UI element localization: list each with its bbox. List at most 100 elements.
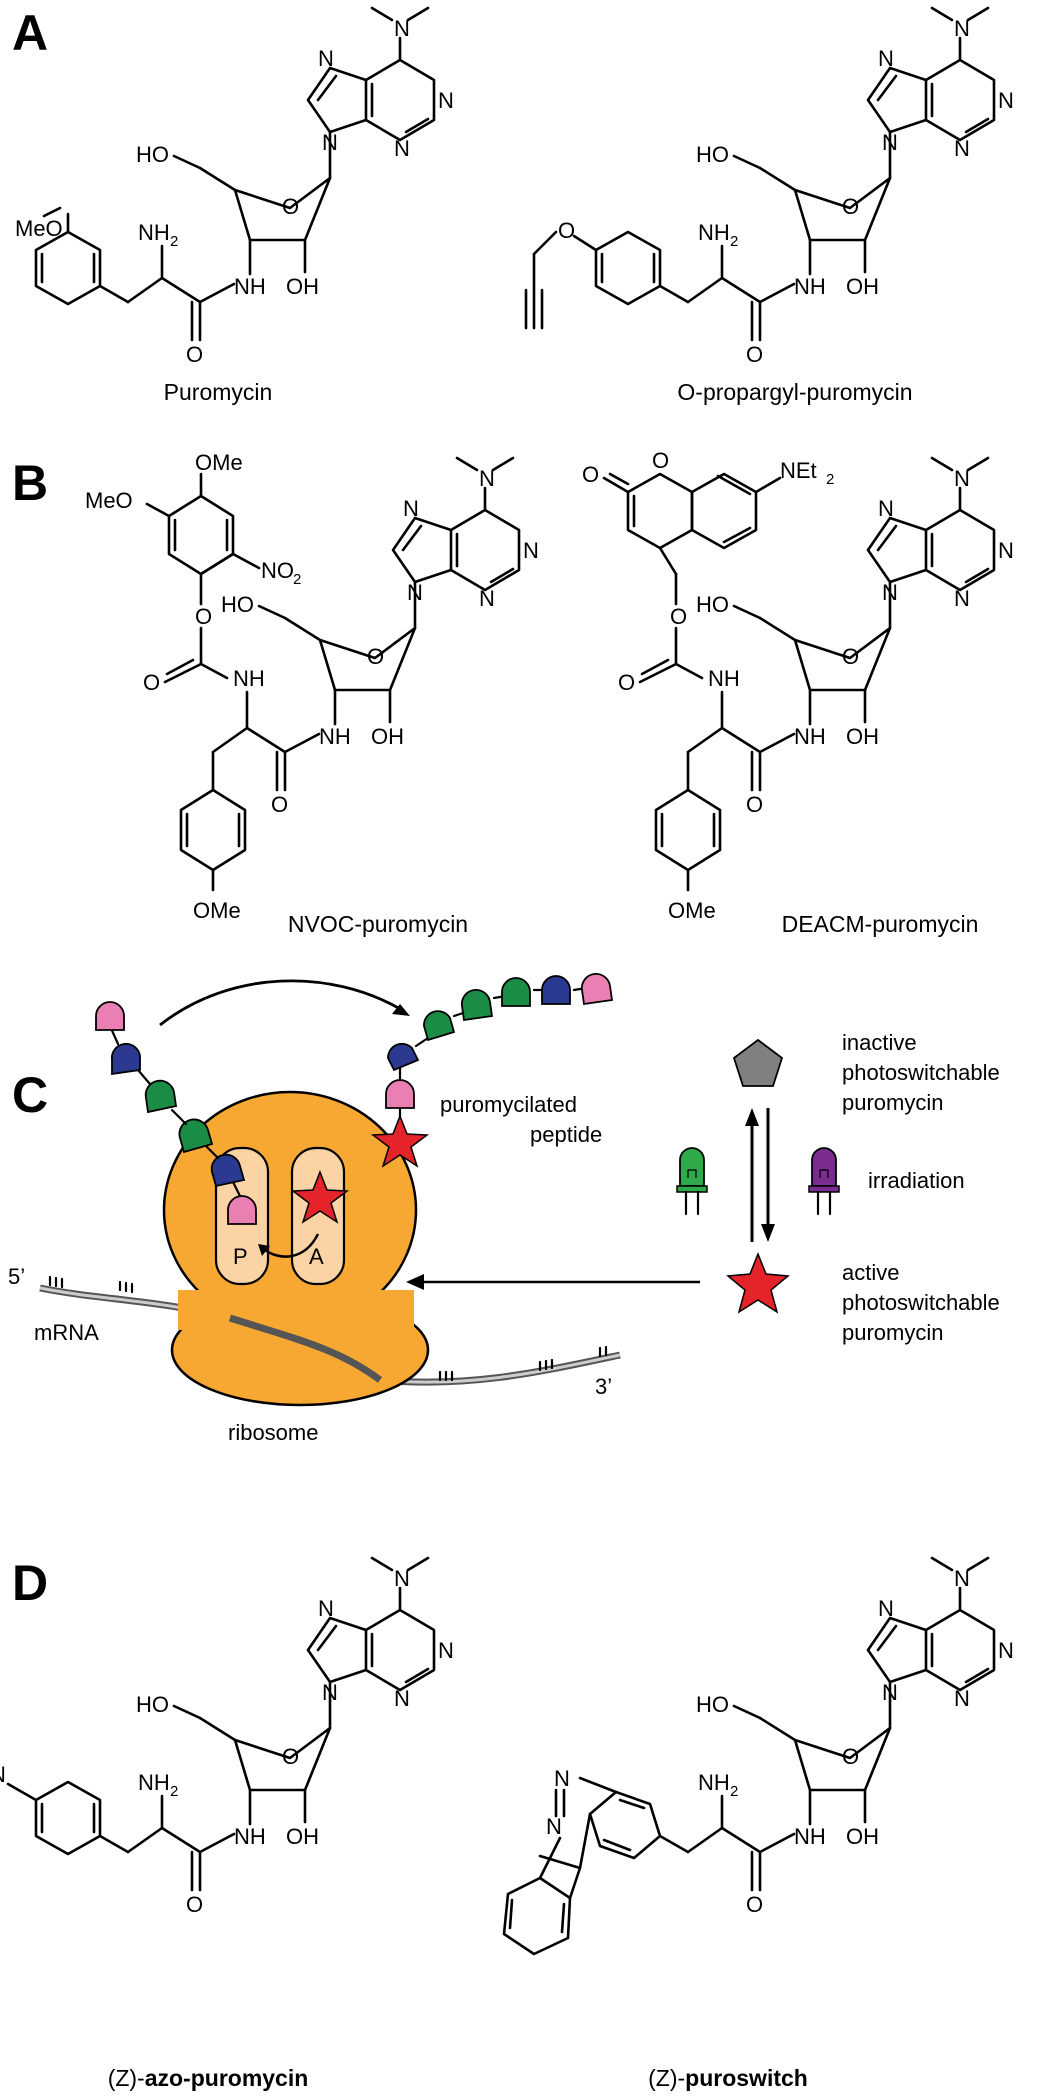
atom-n: N [882, 1680, 898, 1705]
mrna-label: mRNA [34, 1320, 99, 1345]
caption-deacm-puromycin: DEACM-puromycin [782, 911, 979, 937]
puromycin-structure: N N N N N O HO OH NH O NH 2 Me [15, 6, 454, 367]
atom-oh: OH [846, 724, 879, 749]
atom-n: N [954, 136, 970, 161]
atom-n: N [479, 466, 495, 491]
atom-o: O [367, 644, 384, 669]
active-label-1: active [842, 1260, 899, 1285]
five-prime-label: 5’ [8, 1264, 25, 1289]
atom-n: N [438, 88, 454, 113]
atom-ome: OMe [193, 898, 241, 923]
inactive-puromycin-pentagon [732, 1038, 784, 1087]
atom-o: O [670, 604, 687, 629]
atom-nh: NH [319, 724, 351, 749]
atom-nh2-sub: 2 [170, 233, 178, 250]
atom-n: N [322, 130, 338, 155]
peptide-residue-green [501, 977, 531, 1007]
atom-n: N [882, 580, 898, 605]
atom-ho: HO [696, 592, 729, 617]
atom-n: N [438, 1638, 454, 1663]
active-puromycin-star [726, 1251, 790, 1314]
atom-nh: NH [794, 724, 826, 749]
atom-oh: OH [371, 724, 404, 749]
purple-led-icon [808, 1147, 840, 1216]
atom-o: O [195, 604, 212, 629]
atom-nh: NH [234, 1824, 266, 1849]
atom-o: O [282, 1744, 299, 1769]
atom-oh: OH [846, 1824, 879, 1849]
atom-n: N [954, 1566, 970, 1591]
caption-nvoc-puromycin: NVOC-puromycin [288, 911, 468, 937]
peptide-residue-pink [95, 1001, 125, 1031]
atom-n: N [523, 538, 539, 563]
atom-n: N [403, 496, 419, 521]
green-led-icon [676, 1147, 708, 1216]
atom-o: O [186, 1892, 203, 1917]
inactive-label-2: photoswitchable [842, 1060, 1000, 1085]
atom-n: N [998, 1638, 1014, 1663]
atom-n: N [318, 1596, 334, 1621]
atom-no2: NO [261, 558, 294, 583]
puromycilated-label-2: peptide [530, 1122, 602, 1147]
a-site-label: A [309, 1244, 324, 1269]
atom-o: O [842, 644, 859, 669]
atom-o: O [558, 218, 575, 243]
atom-n: N [954, 586, 970, 611]
atom-oh: OH [286, 1824, 319, 1849]
atom-n: N [0, 1762, 6, 1787]
atom-ome: OMe [195, 450, 243, 475]
atom-nh2-sub: 2 [730, 1783, 738, 1800]
atom-n: N [954, 1686, 970, 1711]
atom-n: N [998, 538, 1014, 563]
p-site-label: P [233, 1244, 248, 1269]
atom-nh: NH [708, 666, 740, 691]
atom-n: N [318, 46, 334, 71]
atom-ho: HO [696, 1692, 729, 1717]
active-puromycin-star-peptide [370, 1113, 430, 1168]
peptide-residue-green [423, 1010, 456, 1042]
ribosome-label: ribosome [228, 1420, 318, 1445]
atom-o: O [842, 194, 859, 219]
caption-azo-puromycin: (Z)-azo-puromycin [108, 2065, 309, 2091]
puromycilated-label-1: puromycilated [440, 1092, 577, 1117]
peptide-residue-navy [387, 1042, 420, 1072]
puroswitch-structure: N N N N N O HO OH NH O NH 2 N [502, 1556, 1014, 1956]
release-arrow [159, 979, 403, 1027]
caption-puroswitch: (Z)-puroswitch [648, 2065, 808, 2091]
atom-nh: NH [234, 274, 266, 299]
panel-label-c: C [12, 1067, 48, 1123]
atom-nh2: NH [698, 220, 730, 245]
caption-o-propargyl-puromycin: O-propargyl-puromycin [677, 379, 912, 405]
panel-label-b: B [12, 455, 48, 511]
transfer-arrow [261, 1233, 320, 1258]
atom-nh2: NH [138, 220, 170, 245]
panel-c: C P A [8, 972, 1000, 1445]
atom-n: N [878, 496, 894, 521]
atom-o: O [282, 194, 299, 219]
atom-no2-sub: 2 [293, 571, 301, 588]
peptide-residue-pink [580, 972, 614, 1006]
atom-n: N [394, 1686, 410, 1711]
peptide-residue-navy [110, 1042, 141, 1076]
atom-o: O [652, 448, 669, 473]
atom-nh: NH [794, 274, 826, 299]
atom-n: N [878, 46, 894, 71]
atom-o: O [271, 792, 288, 817]
atom-oh: OH [286, 274, 319, 299]
nvoc-puromycin-structure: N N N N N O HO OH NH O NH O O [85, 450, 539, 923]
atom-oh: OH [846, 274, 879, 299]
o-propargyl-puromycin-structure: N N N N N O HO OH NH O NH 2 O [524, 6, 1014, 367]
atom-nh2: NH [698, 1770, 730, 1795]
atom-n: N [954, 16, 970, 41]
inactive-label-3: puromycin [842, 1090, 943, 1115]
panel-d: D N N N N N O HO OH NH O NH 2 [0, 1555, 1014, 2091]
atom-nh2-sub: 2 [170, 1783, 178, 1800]
atom-o: O [582, 462, 599, 487]
atom-n: N [479, 586, 495, 611]
atom-nh: NH [233, 666, 265, 691]
peptide-residue-green [460, 988, 494, 1022]
atom-ho: HO [136, 1692, 169, 1717]
atom-n: N [954, 466, 970, 491]
atom-meo: MeO [15, 216, 63, 241]
peptide-residue-pink [227, 1195, 257, 1225]
